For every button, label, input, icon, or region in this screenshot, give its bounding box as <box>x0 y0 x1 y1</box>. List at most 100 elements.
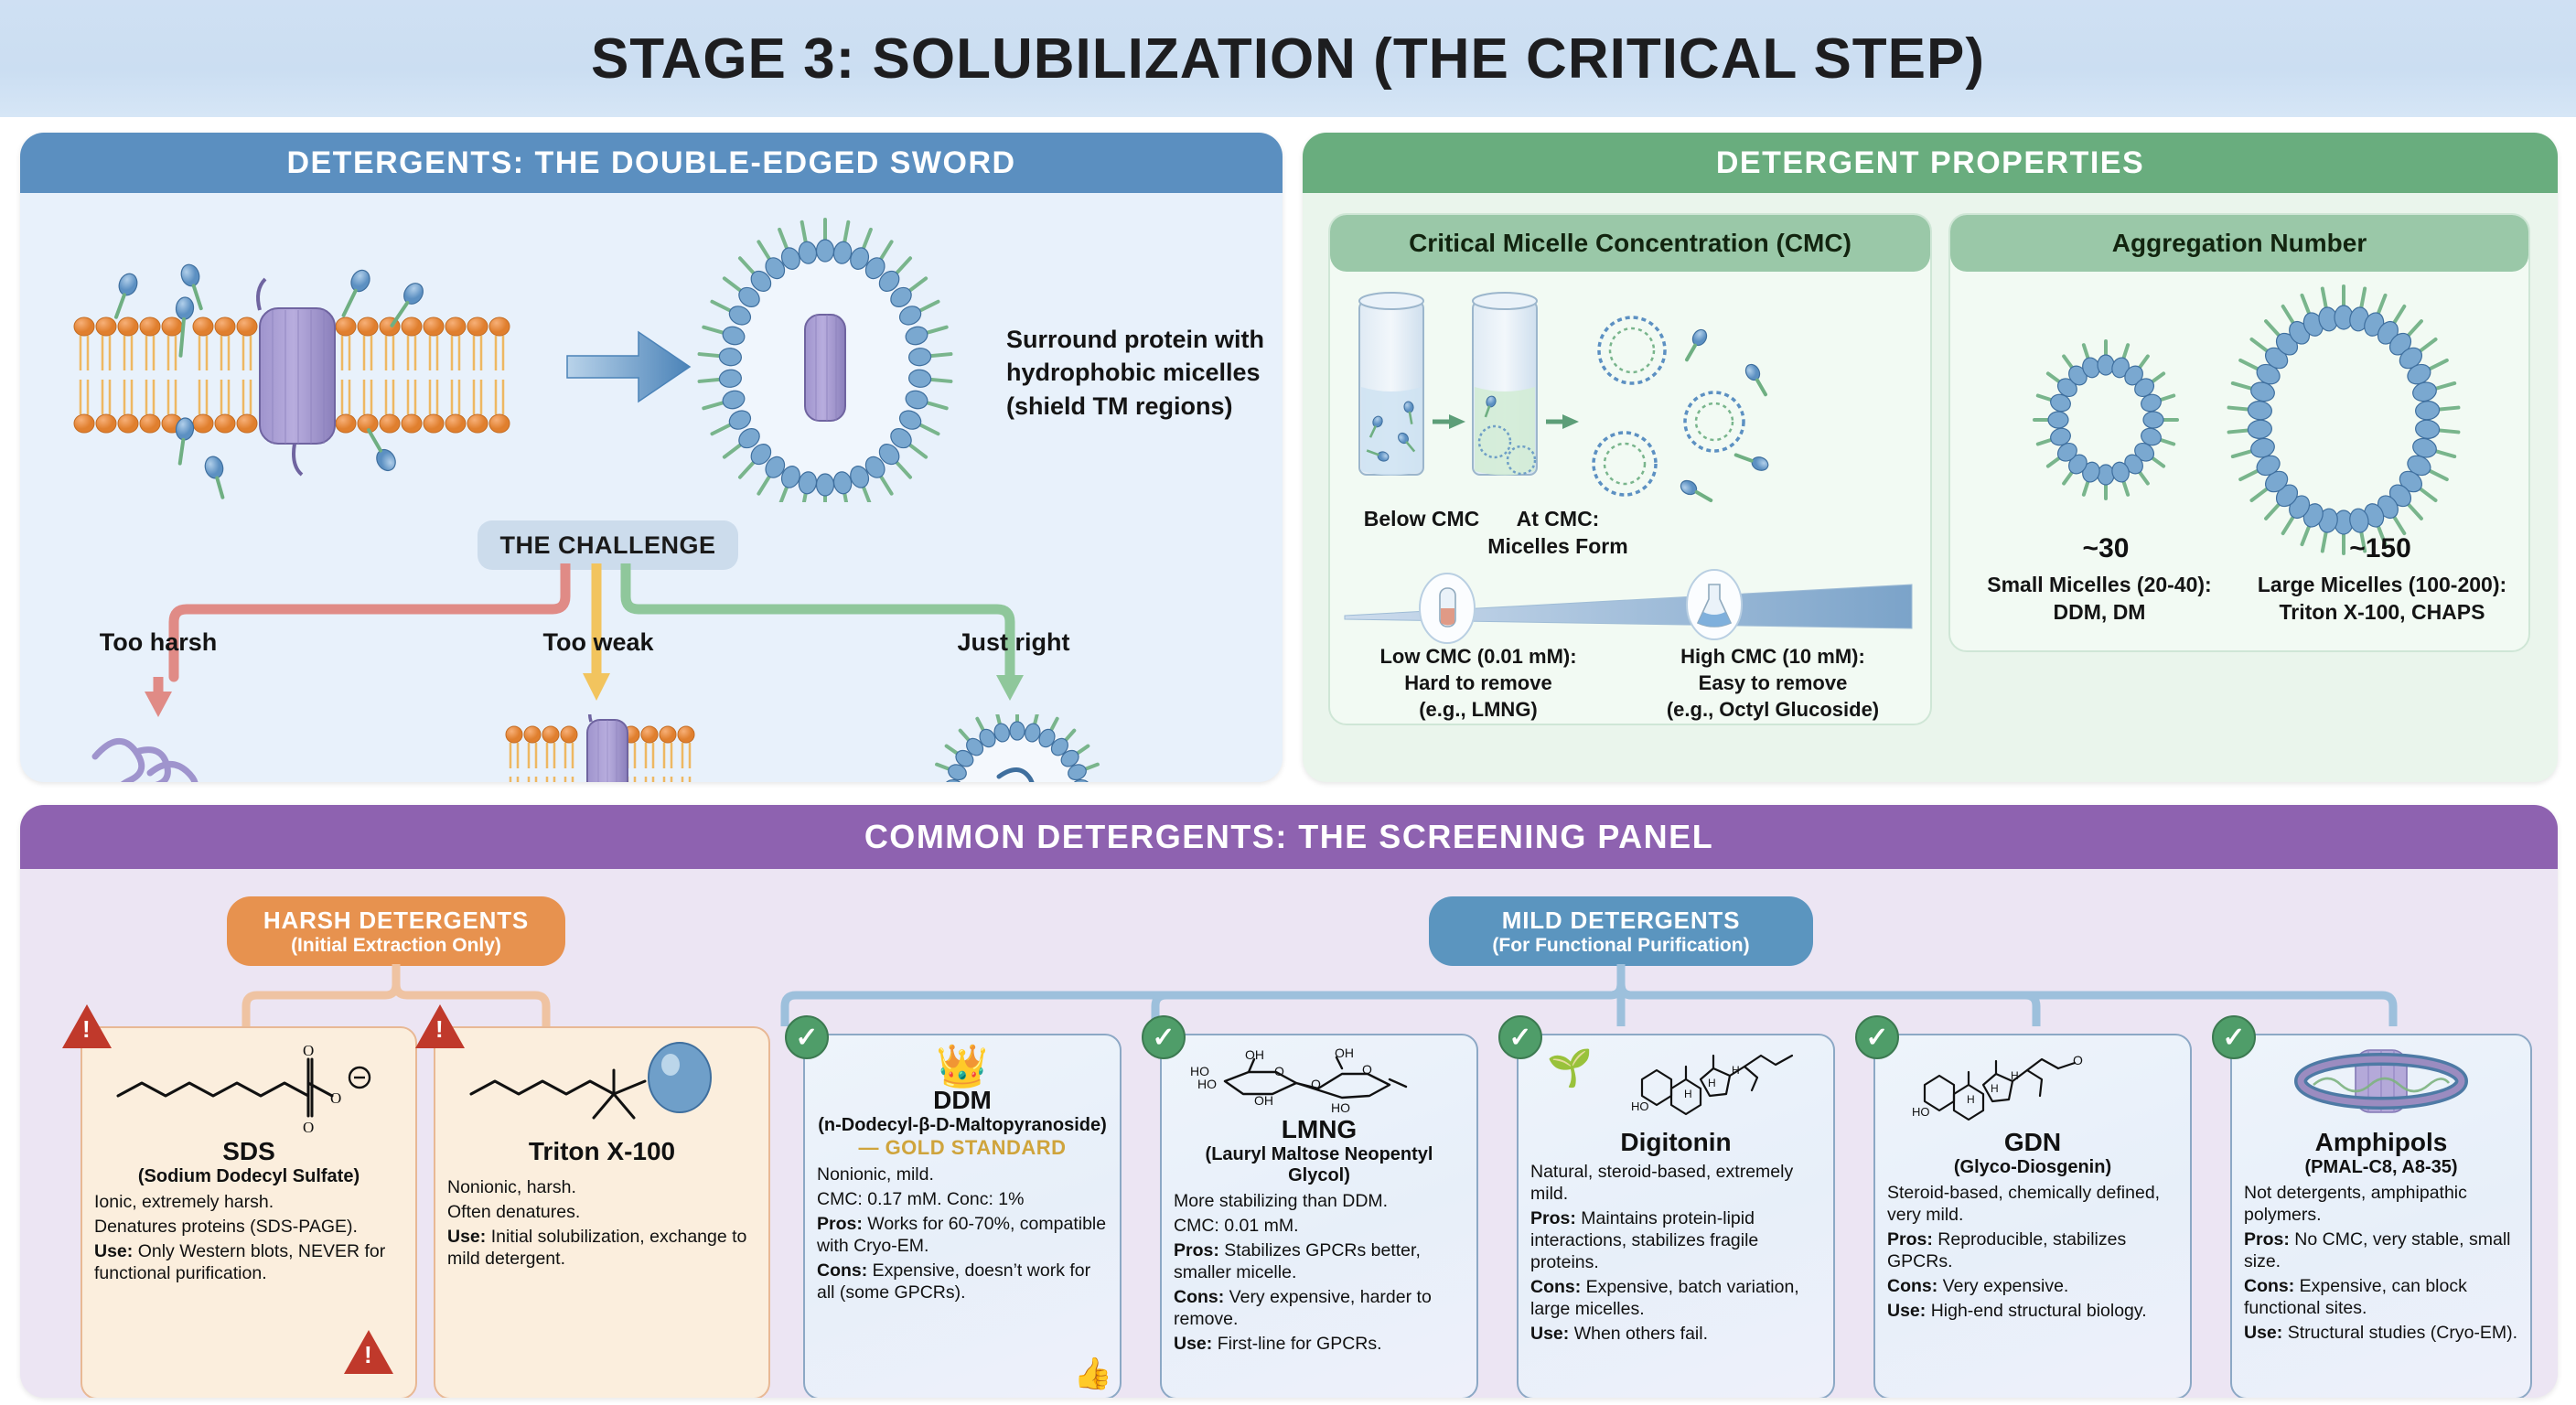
branch-outcomes <box>91 714 1100 782</box>
warning-triangle-icon-bottom <box>344 1330 393 1374</box>
triton-structure-icon <box>469 1042 712 1120</box>
group-pill-mild: MILD DETERGENTS (For Functional Purifica… <box>1429 896 1813 966</box>
agg-small-caption: Small Micelles (20-40): DDM, DM <box>1958 572 2241 627</box>
card-sds[interactable]: O O O SDS (Sodium Dodecyl Sulfate) Ionic… <box>62 1004 417 1398</box>
card-digitonin-line-0: Natural, steroid-based, extremely mild. <box>1530 1161 1794 1204</box>
svg-text:HO: HO <box>1912 1105 1930 1119</box>
cmc-card-title: Critical Micelle Concentration (CMC) <box>1330 215 1930 272</box>
micelle-caption-line-3: (shield TM regions) <box>1006 391 1233 420</box>
panel-common: COMMON DETERGENTS: THE SCREENING PANEL H… <box>20 805 2558 1398</box>
plant-icon: 🌱 <box>1547 1048 1593 1089</box>
panel-common-header: COMMON DETERGENTS: THE SCREENING PANEL <box>20 805 2558 869</box>
beaker-at-cmc-icon <box>1472 292 1538 476</box>
svg-text:O: O <box>1311 1077 1321 1091</box>
card-ddm-line-3: Expensive, doesn’t work for all (some GP… <box>817 1260 1091 1303</box>
svg-text:H: H <box>1967 1093 1975 1106</box>
warning-triangle-icon <box>62 1004 112 1048</box>
card-gdn-line-3-label: Use: <box>1887 1300 1927 1321</box>
card-ddm-name: DDM <box>933 1086 992 1114</box>
card-lmng-line-3-label: Cons: <box>1174 1286 1225 1307</box>
cmc-high-line2: Easy to remove <box>1698 671 1848 695</box>
card-sds-name: SDS <box>222 1137 275 1165</box>
card-ddm-subtitle: (n-Dodecyl-β-D-Maltopyranoside) <box>818 1114 1107 1135</box>
label-below-cmc: Below CMC <box>1363 507 1480 531</box>
svg-text:H: H <box>1732 1064 1740 1077</box>
cmc-high-line1: High CMC (10 mM): <box>1680 645 1865 668</box>
title-banner: STAGE 3: SOLUBILIZATION (THE CRITICAL ST… <box>0 0 2576 117</box>
svg-text:O: O <box>1274 1064 1284 1078</box>
cmc-beakers-diagram <box>1358 292 1769 502</box>
card-triton-name: Triton X-100 <box>528 1137 676 1165</box>
card-lmng-line-2-label: Pros: <box>1174 1239 1219 1260</box>
card-digitonin-body: Natural, steroid-based, extremely mild. … <box>1530 1162 1821 1346</box>
card-triton-body: Nonionic, harsh. Often denatures. Use: I… <box>447 1177 757 1271</box>
cmc-scale-wedge <box>1344 569 1913 644</box>
svg-text:HO: HO <box>1190 1064 1209 1078</box>
card-triton-line-1: Often denatures. <box>447 1201 581 1222</box>
micelle-cluster-icon <box>1592 316 1769 502</box>
card-amphipols[interactable]: ✓ Amphipols (PMAL-C8, A8-35) Not deterge… <box>2212 1015 2532 1398</box>
card-lmng-name: LMNG <box>1281 1115 1358 1143</box>
card-amphipols-line-2: Expensive, can block functional sites. <box>2244 1275 2467 1318</box>
card-sds-line-1: Denatures proteins (SDS-PAGE). <box>94 1216 358 1237</box>
svg-text:O: O <box>1362 1062 1372 1077</box>
card-sds-line-2: Only Western blots, NEVER for functional… <box>94 1240 386 1283</box>
card-amphipols-name: Amphipols <box>2314 1128 2448 1156</box>
svg-text:O: O <box>303 1119 314 1136</box>
denatured-protein-icon <box>91 738 199 782</box>
group-pill-harsh: HARSH DETERGENTS (Initial Extraction Onl… <box>227 896 565 966</box>
svg-text:H: H <box>1991 1082 1999 1095</box>
card-gdn[interactable]: ✓ HO H H H O GDN (Glyco-Diosgenin) <box>1855 1015 2192 1398</box>
lmng-sugar-structure-icon: HO HO OH OH O O OH O HO <box>1190 1046 1408 1115</box>
panel-properties-header: DETERGENT PROPERTIES <box>1303 133 2558 193</box>
card-amphipols-line-3-label: Use: <box>2244 1322 2283 1343</box>
card-sds-body: Ionic, extremely harsh. Denatures protei… <box>94 1192 403 1285</box>
card-gdn-line-2: Very expensive. <box>1937 1275 2069 1296</box>
card-amphipols-line-1: No CMC, very stable, small size. <box>2244 1228 2511 1271</box>
check-badge-icon: ✓ <box>2212 1015 2256 1059</box>
check-badge-icon: ✓ <box>1142 1015 1186 1059</box>
panel-detergents-header: DETERGENTS: THE DOUBLE-EDGED SWORD <box>20 133 1283 193</box>
label-at-cmc-line2: Micelles Form <box>1487 533 1628 558</box>
agg-small-number: ~30 <box>2082 533 2130 563</box>
test-tube-icon <box>1419 573 1476 644</box>
card-amphipols-line-0: Not detergents, amphipathic polymers. <box>2244 1182 2467 1225</box>
card-sds-line-0: Ionic, extremely harsh. <box>94 1191 274 1212</box>
svg-text:OH: OH <box>1254 1093 1273 1108</box>
card-digitonin-line-2-label: Cons: <box>1530 1276 1582 1297</box>
cmc-low-caption: Low CMC (0.01 mM): Hard to remove (e.g.,… <box>1341 643 1615 723</box>
card-triton-line-2-label: Use: <box>447 1226 487 1247</box>
card-lmng-line-2: Stabilizes GPCRs better, smaller micelle… <box>1174 1239 1421 1282</box>
card-gdn-line-0: Steroid-based, chemically defined, very … <box>1887 1182 2161 1225</box>
card-triton-line-2: Initial solubilization, exchange to mild… <box>447 1226 747 1269</box>
svg-text:O: O <box>330 1089 341 1107</box>
branch-label-too-weak: Too weak <box>542 628 654 656</box>
steroid-structure-icon: HO H H H <box>1631 1054 1794 1116</box>
card-ddm-body: Nonionic, mild. CMC: 0.17 mM. Conc: 1% P… <box>817 1164 1108 1304</box>
panel-properties: DETERGENT PROPERTIES Critical Micelle Co… <box>1303 133 2558 782</box>
card-gdn-name: GDN <box>2003 1128 2062 1156</box>
cmc-low-line1: Low CMC (0.01 mM): <box>1379 645 1577 668</box>
check-badge-icon: ✓ <box>1498 1015 1542 1059</box>
card-gdn-body: Steroid-based, chemically defined, very … <box>1887 1183 2178 1323</box>
card-lmng[interactable]: ✓ HO HO OH OH O O OH O HO LMNG <box>1142 1015 1478 1398</box>
card-digitonin-line-1: Maintains protein-lipid interactions, st… <box>1530 1207 1759 1272</box>
label-at-cmc-line1: At CMC: <box>1516 507 1600 531</box>
micelle-caption-line-1: Surround protein with <box>1006 326 1264 353</box>
card-amphipols-subtitle: (PMAL-C8, A8-35) <box>2304 1156 2458 1177</box>
card-triton[interactable]: Triton X-100 Nonionic, harsh. Often dena… <box>415 1004 770 1398</box>
card-digitonin-name: Digitonin <box>1620 1128 1732 1156</box>
svg-text:H: H <box>1708 1077 1716 1089</box>
card-amphipols-line-3: Structural studies (Cryo-EM). <box>2282 1322 2518 1343</box>
beaker-below-cmc-icon <box>1358 292 1424 476</box>
cmc-high-caption: High CMC (10 mM): Easy to remove (e.g., … <box>1621 643 1925 723</box>
cmc-high-line3: (e.g., Octyl Glucoside) <box>1666 698 1880 722</box>
svg-text:HO: HO <box>1331 1100 1350 1115</box>
branch-label-too-harsh: Too harsh <box>99 628 218 656</box>
svg-text:HO: HO <box>1631 1099 1649 1113</box>
the-challenge-pill: THE CHALLENGE <box>478 520 738 570</box>
card-ddm[interactable]: ✓ 👑 DDM (n-Dodecyl-β-D-Maltopyranoside) … <box>785 1015 1122 1398</box>
card-digitonin[interactable]: ✓ 🌱 HO H H H <box>1498 1015 1835 1398</box>
check-badge-icon: ✓ <box>1855 1015 1899 1059</box>
card-lmng-line-0: More stabilizing than DDM. <box>1174 1190 1389 1211</box>
